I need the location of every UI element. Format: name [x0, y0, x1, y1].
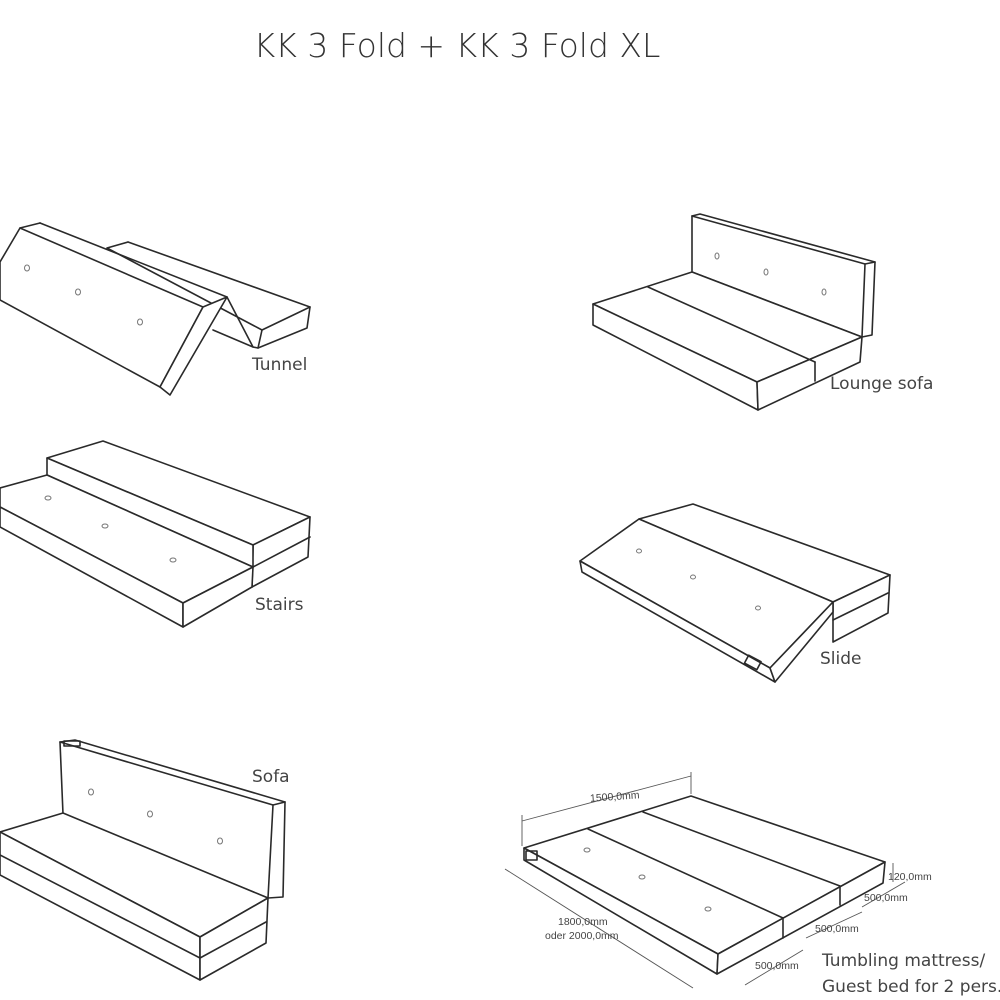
label-sofa: Sofa — [252, 767, 290, 787]
dim-length-alt: oder 2000,0mm — [545, 930, 619, 942]
lounge-sofa-figure: Lounge sofa — [592, 213, 933, 411]
label-stairs: Stairs — [255, 595, 304, 615]
dim-width: 1500,0mm — [590, 789, 641, 804]
page-title: KK 3 Fold + KK 3 Fold XL — [254, 26, 661, 65]
slide-figure: Slide — [579, 503, 891, 683]
tumbling-mattress-figure: 1500,0mm 1800,0mm oder 2000,0mm 500,0mm … — [504, 772, 1000, 997]
sofa-figure: Sofa — [0, 739, 290, 981]
dim-segment-1: 500,0mm — [755, 960, 799, 972]
label-tumbling-1: Tumbling mattress/ — [821, 951, 985, 971]
label-lounge-sofa: Lounge sofa — [830, 374, 933, 394]
stairs-figure: Stairs — [0, 440, 311, 628]
dim-segment-2: 500,0mm — [815, 923, 859, 935]
label-tunnel: Tunnel — [251, 355, 307, 375]
dim-segment-3: 500,0mm — [864, 892, 908, 904]
dim-height: 120,0mm — [888, 871, 932, 883]
label-tumbling-2: Guest bed for 2 pers. — [822, 977, 1000, 997]
tunnel-figure: Tunnel — [0, 222, 311, 396]
dim-length: 1800,0mm — [558, 916, 608, 928]
label-slide: Slide — [820, 649, 862, 669]
